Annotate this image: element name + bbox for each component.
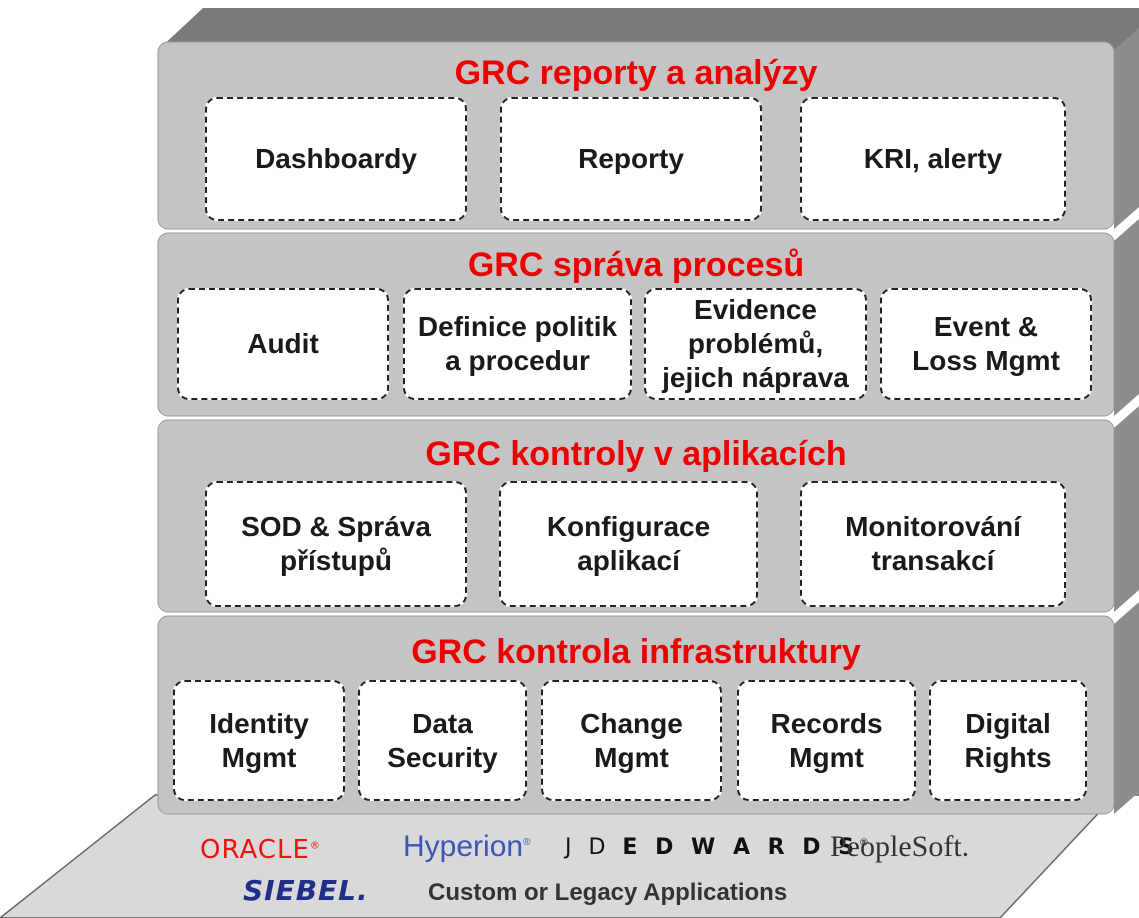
capability-box: Monitorování transakcí — [800, 481, 1066, 607]
capability-box: Reporty — [500, 97, 762, 221]
layer-title: GRC správa procesů — [467, 246, 805, 284]
capability-box: Dashboardy — [205, 97, 467, 221]
capability-box: Audit — [177, 288, 389, 400]
layer-title: GRC kontroly v aplikacích — [425, 435, 847, 473]
layer-side-face — [1114, 219, 1139, 416]
layer-side-face — [1114, 406, 1139, 612]
layer-front-face — [157, 232, 1115, 417]
stack-top-face — [158, 8, 1139, 50]
oracle-logo: ORACLE® — [200, 835, 321, 865]
jd-edwards-logo: J D E D W A R D S® — [565, 835, 875, 860]
capability-box: Data Security — [358, 680, 527, 801]
custom-apps-label: Custom or Legacy Applications — [428, 879, 788, 906]
capability-box: Definice politik a procedur — [403, 288, 632, 400]
hyperion-logo: Hyperion® — [403, 830, 531, 863]
layer-title: GRC kontrola infrastruktury — [411, 633, 861, 671]
peoplesoft-logo: PeopleSoft. — [830, 830, 970, 863]
capability-box: Change Mgmt — [541, 680, 722, 801]
siebel-logo: SIEBEL. — [243, 874, 369, 907]
capability-box: KRI, alerty — [800, 97, 1066, 221]
capability-box: Event & Loss Mgmt — [880, 288, 1092, 400]
layer-side-face — [1114, 602, 1139, 814]
capability-box: Konfigurace aplikací — [499, 481, 758, 607]
layer-title: GRC reporty a analýzy — [454, 54, 818, 92]
capability-box: Records Mgmt — [737, 680, 916, 801]
capability-box: SOD & Správa přístupů — [205, 481, 467, 607]
capability-box: Identity Mgmt — [173, 680, 345, 801]
layer-side-face — [1114, 28, 1139, 229]
capability-box: Evidence problémů, jejich náprava — [644, 288, 867, 400]
capability-box: Digital Rights — [929, 680, 1087, 801]
